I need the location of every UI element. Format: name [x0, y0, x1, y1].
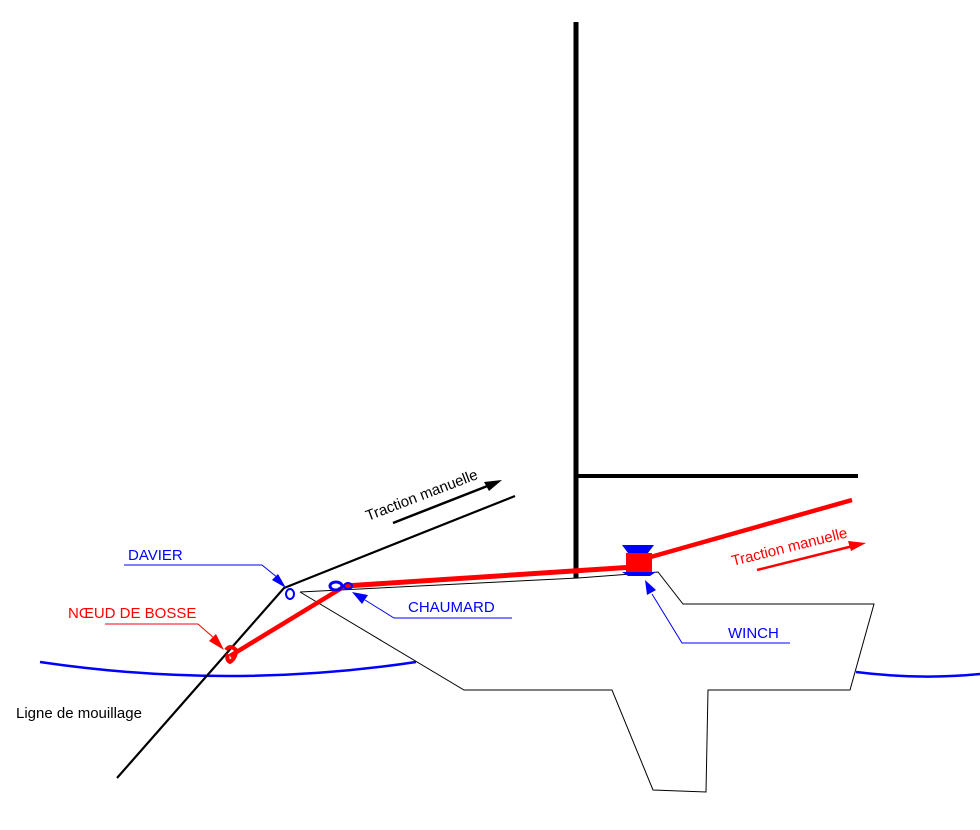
rope-to-winch — [344, 564, 635, 589]
traction-arrow-black — [392, 483, 491, 525]
noeud-leader — [105, 623, 215, 639]
winch-label: WINCH — [728, 625, 779, 642]
anchor-line — [116, 494, 516, 779]
chaumard-leader — [364, 599, 512, 619]
winch-icon — [622, 545, 656, 576]
ligne-de-mouillage-label: Ligne de mouillage — [16, 705, 142, 722]
traction-arrowhead-red — [848, 541, 866, 551]
bosse-line — [228, 584, 347, 658]
water-line-right — [855, 670, 980, 678]
noeud-de-bosse-label: NŒUD DE BOSSE — [68, 605, 196, 622]
davier-arrowhead — [272, 574, 286, 588]
davier-icon — [285, 588, 295, 600]
traction-arrow-red — [756, 544, 854, 572]
chaumard-icon — [328, 580, 353, 592]
chaumard-label: CHAUMARD — [408, 599, 495, 616]
chaumard-arrowhead — [352, 592, 368, 604]
traction-arrowhead-black — [484, 480, 502, 491]
winch-arrowhead — [645, 580, 656, 595]
water-line-left — [39, 660, 417, 678]
winch-leader — [651, 593, 790, 644]
rope-tail — [639, 497, 853, 563]
davier-label: DAVIER — [128, 547, 183, 564]
davier-leader — [124, 564, 279, 579]
knot-icon — [224, 645, 239, 665]
boat-hull — [299, 571, 875, 793]
noeud-arrowhead — [209, 634, 224, 650]
